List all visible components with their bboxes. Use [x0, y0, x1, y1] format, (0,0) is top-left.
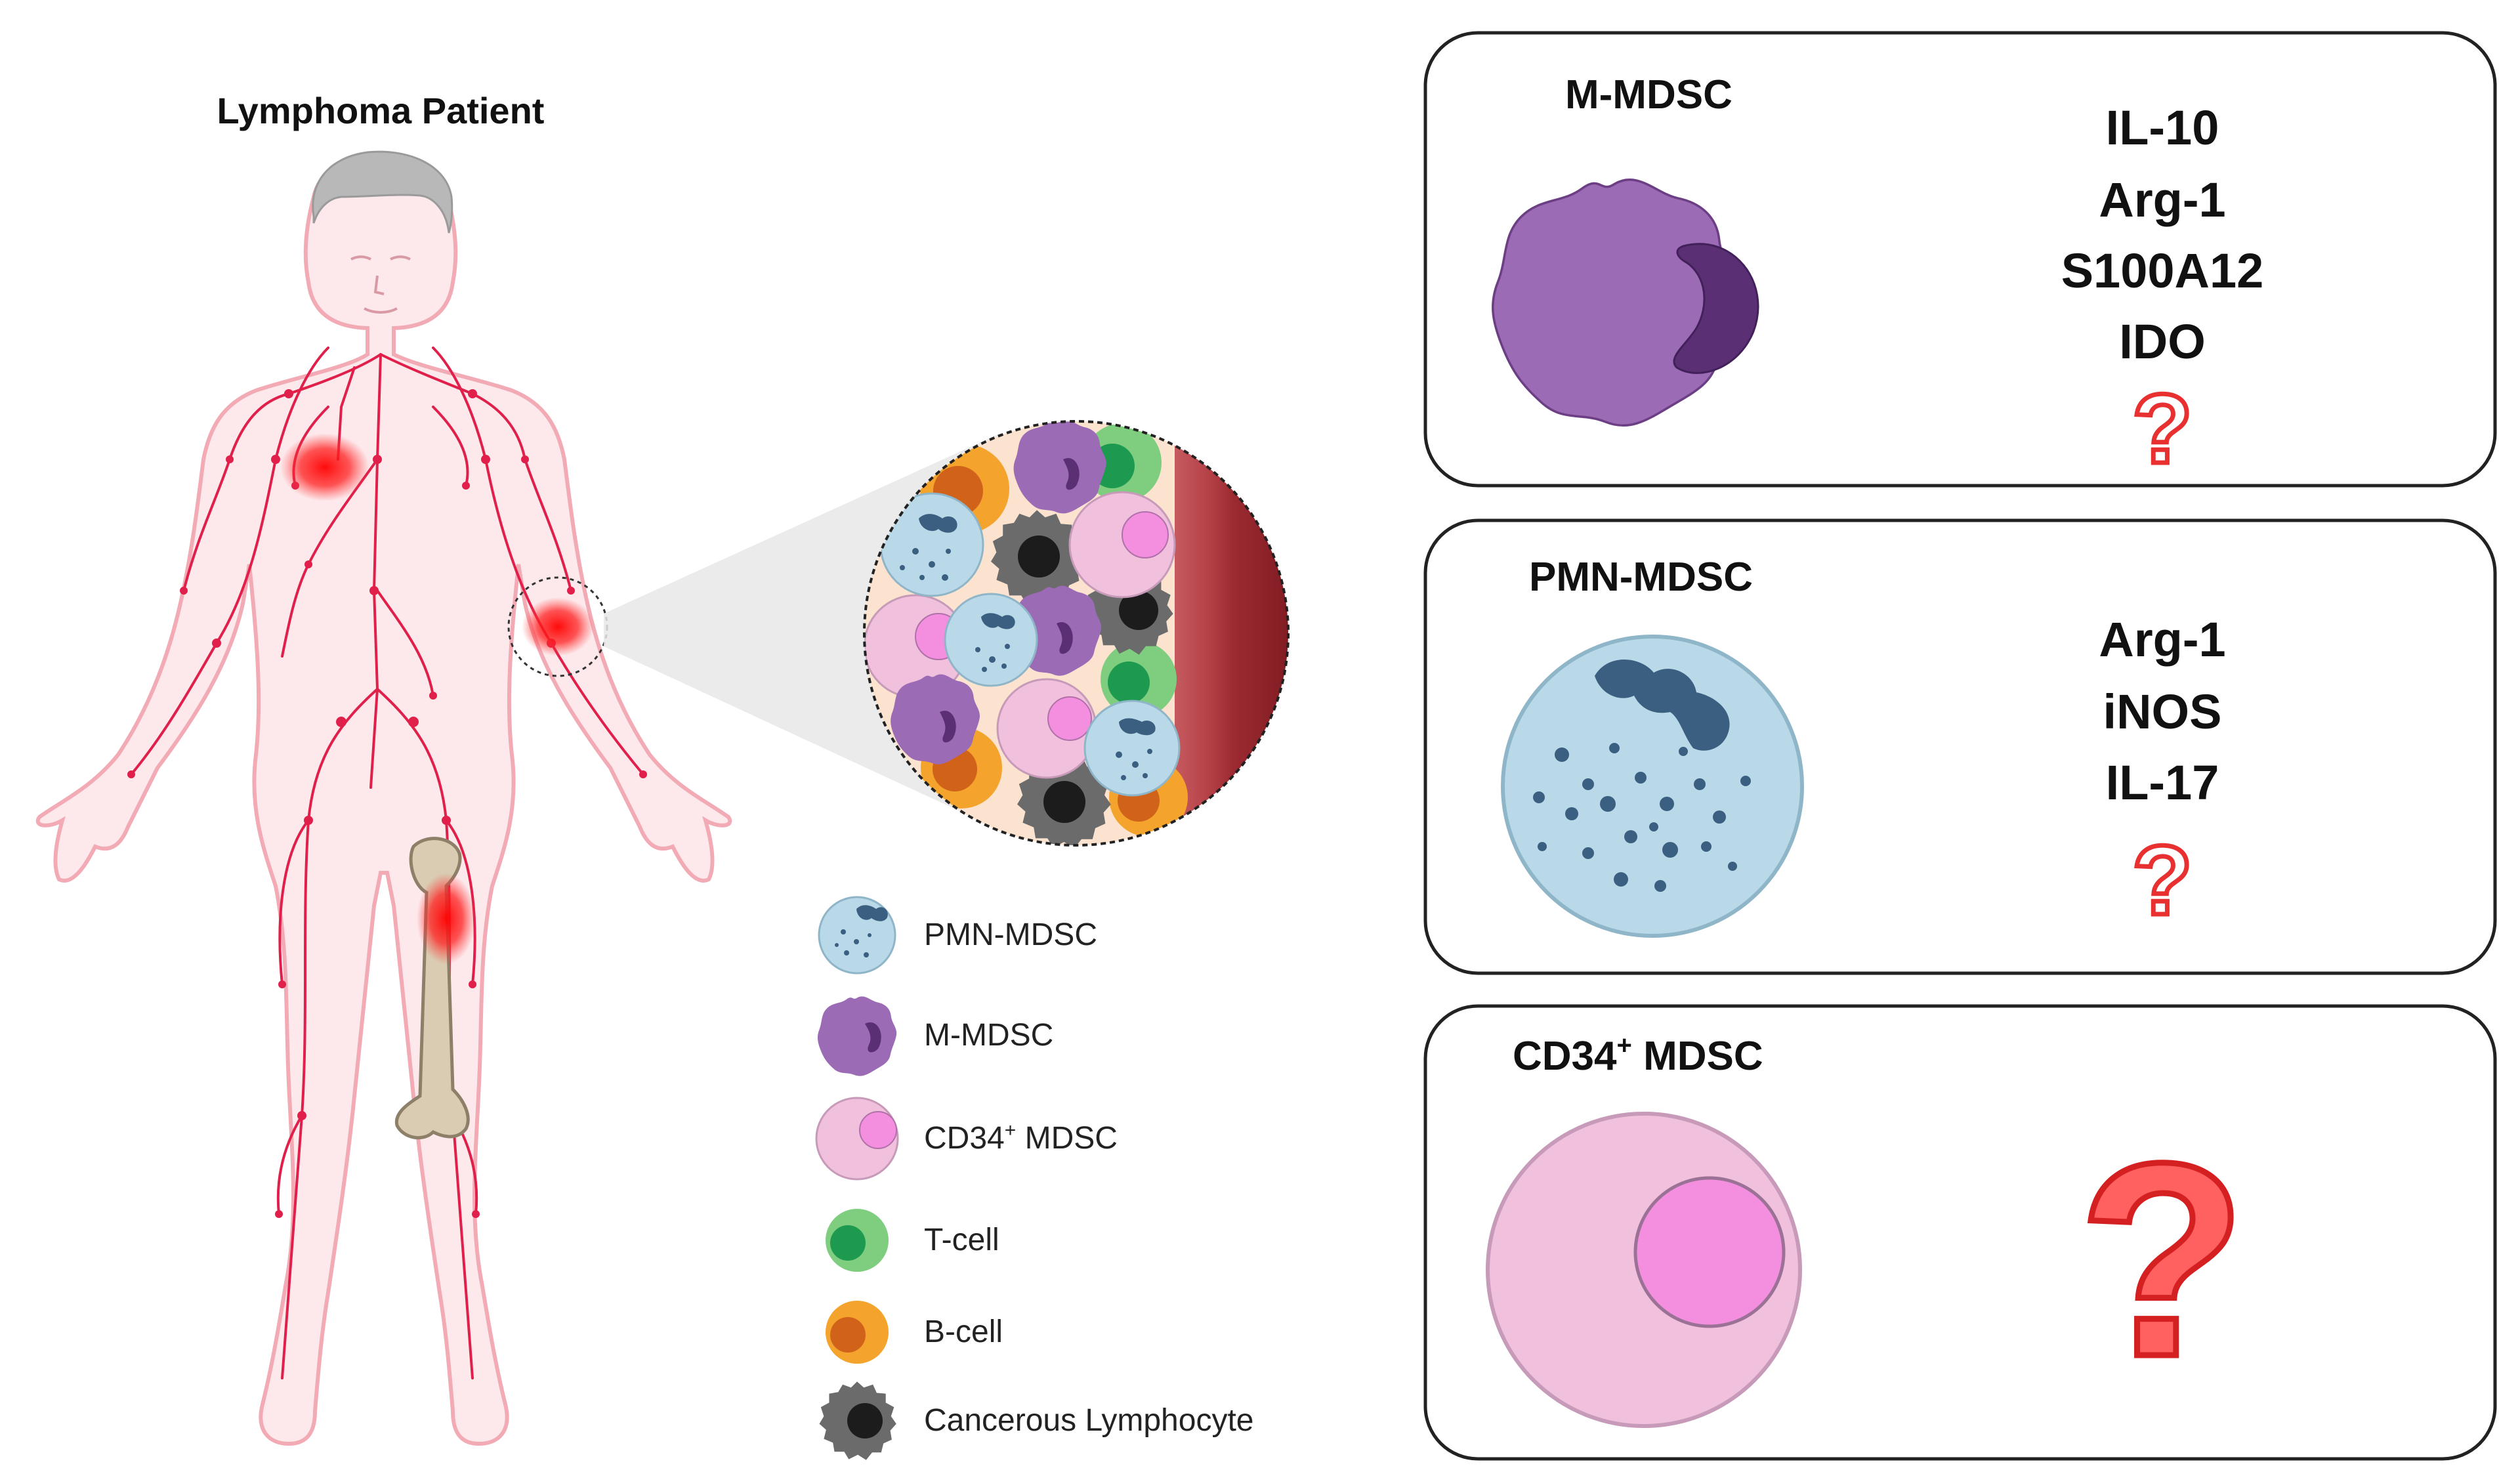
panel-title-pmn-mdsc: PMN-MDSC [1529, 555, 1753, 600]
tumor-chest [280, 433, 369, 501]
cd34-superscript: + [1005, 1120, 1017, 1141]
body-silhouette [35, 154, 732, 1446]
panel-m-mdsc: M-MDSC IL-10 Arg-1 S100A12 IDO ? [1423, 31, 2497, 488]
pmn-mdsc-cell [1501, 635, 1804, 938]
marker: IL-10 [2106, 100, 2219, 155]
zoom-t-cell [1101, 641, 1177, 717]
legend-item-pmn-mdsc: PMN-MDSC [818, 896, 1097, 975]
marker: IDO [2119, 314, 2206, 369]
question-mark-pmn-mdsc: ? [2132, 825, 2193, 935]
panel-pmn-mdsc: PMN-MDSC Arg-1 iNOS IL-17 ? [1423, 518, 2497, 975]
zoom-cd34-cell [1068, 491, 1176, 598]
marker: Arg-1 [2099, 612, 2225, 667]
legend-item-m-mdsc: M-MDSC [817, 996, 1053, 1076]
zoom-m-mdsc [1013, 421, 1106, 514]
marker-list-pmn-mdsc: Arg-1 iNOS IL-17 [2099, 612, 2225, 810]
blood-vessel [1175, 421, 1288, 845]
marker-list-m-mdsc: IL-10 Arg-1 S100A12 IDO [2061, 100, 2264, 369]
legend-label-cd34-mdsc: CD34+ MDSC [924, 1120, 1118, 1156]
zoom-cancer-cell [1017, 753, 1111, 845]
panel-title-m-mdsc: M-MDSC [1565, 72, 1732, 117]
femur-bone [394, 837, 470, 1140]
legend-item-b-cell: B-cell [826, 1301, 1003, 1364]
legend-item-cd34-mdsc: CD34+ MDSC [815, 1097, 1118, 1181]
cd34-mdsc-cell [1486, 1112, 1802, 1428]
marker: iNOS [2103, 684, 2222, 739]
hair [312, 150, 453, 234]
patient-title: Lymphoma Patient [217, 90, 545, 131]
cd34-title-superscript: + [1617, 1031, 1632, 1060]
cd34-title-suffix: MDSC [1632, 1034, 1763, 1079]
cd34-suffix: MDSC [1016, 1121, 1118, 1156]
human-body [35, 150, 732, 1446]
zoom-pmn-mdsc [944, 593, 1038, 687]
zoom-cd34-cell [996, 678, 1097, 779]
zoom-pmn-mdsc [879, 492, 984, 597]
cd34-label: CD34 [924, 1121, 1005, 1156]
m-mdsc-cell [1491, 178, 1759, 427]
zoom-m-mdsc [891, 674, 980, 765]
zoom-m-mdsc [1012, 585, 1102, 676]
question-mark-m-mdsc: ? [2132, 373, 2193, 484]
zoom-cancer-cell [991, 510, 1085, 606]
zoom-pmn-mdsc [1083, 700, 1181, 797]
question-mark-cd34-mdsc: ? [2078, 1106, 2247, 1414]
legend-item-t-cell: T-cell [826, 1209, 999, 1272]
legend: PMN-MDSC M-MDSC CD34+ MDSC T-cell B-cell… [815, 896, 1253, 1460]
legend-label-m-mdsc: M-MDSC [924, 1018, 1053, 1053]
marker: Arg-1 [2099, 173, 2225, 227]
legend-label-b-cell: B-cell [924, 1314, 1003, 1349]
zoom-cancer-cell [1086, 566, 1173, 655]
cd34-title-label: CD34 [1513, 1034, 1617, 1079]
tissue-zoom [863, 420, 1290, 847]
tumor-femur [417, 873, 476, 965]
legend-label-pmn-mdsc: PMN-MDSC [924, 917, 1097, 952]
panel-title-cd34-mdsc: CD34+ MDSC [1513, 1031, 1763, 1079]
legend-label-t-cell: T-cell [924, 1223, 999, 1257]
legend-label-cancerous-lymphocyte: Cancerous Lymphocyte [924, 1403, 1253, 1438]
panel-cd34-mdsc: CD34+ MDSC ? [1423, 1004, 2497, 1461]
tumor-arm [522, 597, 594, 656]
face [350, 255, 411, 314]
marker: S100A12 [2061, 243, 2264, 298]
legend-item-cancerous-lymphocyte: Cancerous Lymphocyte [819, 1381, 1253, 1460]
marker: IL-17 [2106, 755, 2219, 810]
